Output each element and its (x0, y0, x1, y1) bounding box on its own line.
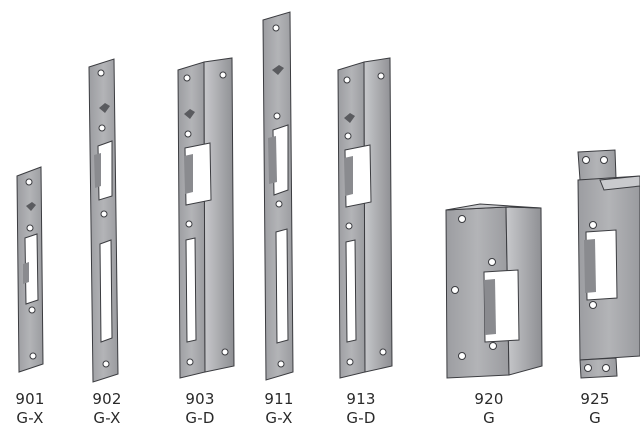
strike-plate-920 (445, 203, 543, 379)
strike-plate-913 (337, 57, 393, 379)
model-number: 902 (92, 390, 122, 408)
model-number: 925 (580, 390, 610, 408)
caption-925: 925 G (565, 390, 625, 428)
strike-plate-911 (262, 11, 294, 381)
caption-913: 913 G-D (331, 390, 391, 428)
model-variant: G (483, 409, 495, 427)
model-variant: G (589, 409, 601, 427)
caption-920: 920 G (459, 390, 519, 428)
model-variant: G-X (16, 409, 44, 427)
model-variant: G-X (93, 409, 121, 427)
strike-plate-903 (177, 57, 235, 379)
caption-911: 911 G-X (249, 390, 309, 428)
model-number: 913 (346, 390, 376, 408)
strike-plate-925 (577, 149, 640, 379)
model-number: 920 (474, 390, 504, 408)
model-variant: G-X (265, 409, 293, 427)
model-variant: G-D (346, 409, 376, 427)
strike-plate-902 (88, 58, 119, 383)
model-number: 903 (185, 390, 215, 408)
model-variant: G-D (185, 409, 215, 427)
caption-903: 903 G-D (170, 390, 230, 428)
caption-902: 902 G-X (77, 390, 137, 428)
caption-901: 901 G-X (0, 390, 60, 428)
model-number: 901 (15, 390, 45, 408)
model-number: 911 (264, 390, 294, 408)
strike-plate-901 (16, 166, 44, 373)
